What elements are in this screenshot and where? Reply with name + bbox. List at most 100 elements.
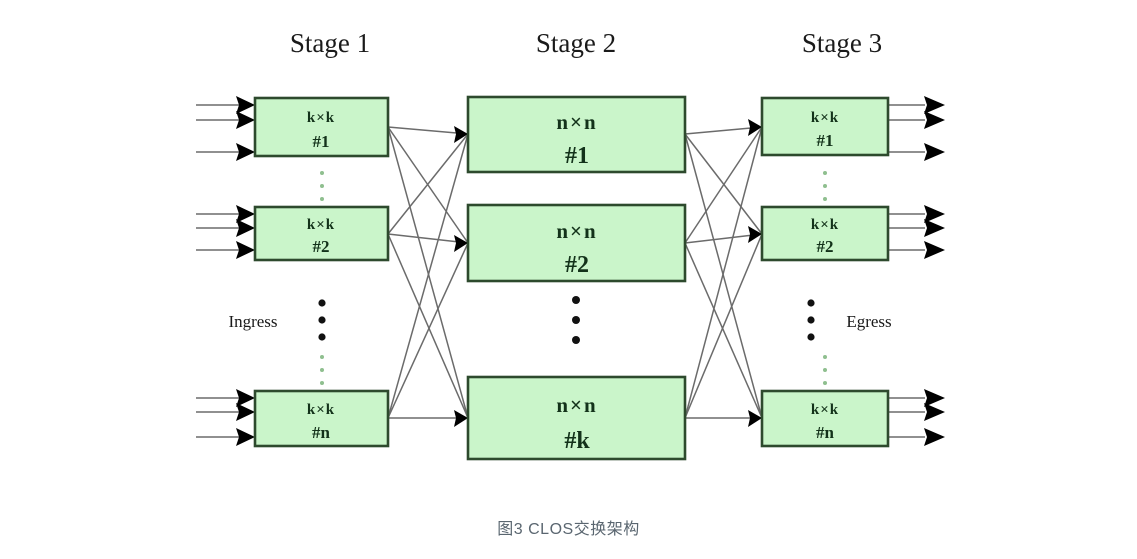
egress-arrow-r3-b [924,403,945,421]
node-box-s2-1[interactable] [466,95,687,174]
arrowhead-s3n3 [748,410,762,427]
ellipsis-bigdot-s2-2 [572,316,580,324]
arrowhead-s2n3 [454,410,468,427]
node-size-label-s2-2: n×n [556,219,597,243]
ingress-arrow-r1-c [236,143,255,161]
node-size-label-s2-1: n×n [556,110,597,134]
ellipsis-dot-s3-a1 [823,171,827,175]
egress-arrow-r2-c [924,241,945,259]
ellipsis-bigdot-s3-1 [807,299,815,307]
link-s2n2-s3n2 [684,233,763,244]
link-s1n1-s2n3 [387,126,469,419]
ellipsis-dot-s1-b2 [320,368,324,372]
node-id-label-s1-3: #n [312,423,331,442]
node-s3-3[interactable]: k×k #n [760,389,890,448]
stage-title-3: Stage 3 [802,28,882,58]
node-box-s3-2[interactable] [760,205,890,262]
link-s2n3-s3n1 [684,126,763,419]
stage1-nodes: k×k #1 k×k #2 k×k #n [253,96,390,448]
egress-label: Egress [846,312,891,331]
node-id-label-s2-1: #1 [565,143,589,169]
egress-arrow-r3-a [924,389,945,407]
link-s1n3-s2n2 [387,242,469,419]
ellipsis-bigdot-s2-3 [572,336,580,344]
ellipsis-bigdot-s3-3 [807,333,815,341]
ingress-label: Ingress [228,312,277,331]
ingress-ports [196,96,255,446]
ingress-arrow-r1-a [236,96,255,114]
node-id-label-s3-2: #2 [817,237,834,256]
ellipsis-bigdot-s2-1 [572,296,580,304]
node-box-s1-3[interactable] [253,389,390,448]
node-box-s1-1[interactable] [253,96,390,158]
link-s1n1-s2n1 [387,126,469,135]
ellipsis-dot-s1-b1 [320,355,324,359]
stage-title-1: Stage 1 [290,28,370,58]
ellipsis-dot-s1-a3 [320,197,324,201]
ellipsis-dot-s3-a2 [823,184,827,188]
link-s1n2-s2n1 [387,133,469,235]
node-box-s2-3[interactable] [466,375,687,461]
arrowhead-s2n1 [454,126,468,143]
node-box-s3-3[interactable] [760,389,890,448]
egress-arrow-r1-c [924,143,945,161]
vertical-ellipsis-large [318,296,815,344]
node-id-label-s2-2: #2 [565,252,589,278]
link-s2n2-s3n1 [684,126,763,244]
ellipsis-bigdot-s1-3 [318,333,326,341]
node-box-s1-2[interactable] [253,205,390,262]
node-id-label-s1-2: #2 [313,237,330,256]
node-s2-3[interactable]: n×n #k [466,375,687,461]
node-box-s3-1[interactable] [760,96,890,157]
vertical-ellipsis-small [320,171,827,385]
node-size-label-s2-3: n×n [556,393,597,417]
node-s1-1[interactable]: k×k #1 [253,96,390,158]
node-s1-3[interactable]: k×k #n [253,389,390,448]
mesh-arrowheads-stage3 [748,119,762,427]
ingress-arrow-r2-a [236,205,255,223]
figure-caption: 图3 CLOS交换架构 [497,521,640,538]
link-s2n1-s3n3 [684,133,763,419]
stage-titles: Stage 1 Stage 2 Stage 3 [290,28,882,58]
ingress-arrow-r3-a [236,389,255,407]
node-size-label-s1-3: k×k [307,402,335,418]
node-s2-1[interactable]: n×n #1 [466,95,687,174]
ellipsis-dot-s3-b3 [823,381,827,385]
ellipsis-bigdot-s3-2 [807,316,815,324]
ingress-arrow-r1-b [236,111,255,129]
mesh-links-stage1-stage2 [387,126,469,419]
node-id-label-s3-1: #1 [817,131,834,150]
stage3-nodes: k×k #1 k×k #2 k×k #n [760,96,890,448]
mesh-links-stage2-stage3 [684,126,763,419]
mesh-arrowheads-stage2 [454,126,468,427]
node-s2-2[interactable]: n×n #2 [466,203,687,283]
node-size-label-s3-2: k×k [811,217,839,233]
ellipsis-bigdot-s1-1 [318,299,326,307]
stage-title-2: Stage 2 [536,28,616,58]
ellipsis-dot-s3-a3 [823,197,827,201]
ingress-arrow-r2-b [236,219,255,237]
ellipsis-bigdot-s1-2 [318,316,326,324]
link-s1n3-s2n1 [387,133,469,419]
egress-arrow-r2-a [924,205,945,223]
node-s1-2[interactable]: k×k #2 [253,205,390,262]
node-box-s2-2[interactable] [466,203,687,283]
egress-arrow-r1-b [924,111,945,129]
ellipsis-dot-s3-b2 [823,368,827,372]
ellipsis-dot-s1-a1 [320,171,324,175]
node-s3-1[interactable]: k×k #1 [760,96,890,157]
egress-ports [888,96,945,446]
ingress-arrow-r2-c [236,241,255,259]
ingress-arrow-r3-b [236,403,255,421]
side-labels: Ingress Egress [228,312,891,331]
ellipsis-dot-s1-a2 [320,184,324,188]
link-s1n2-s2n2 [387,233,469,244]
node-s3-2[interactable]: k×k #2 [760,205,890,262]
ingress-arrow-r3-c [236,428,255,446]
egress-arrow-r1-a [924,96,945,114]
ellipsis-dot-s1-b3 [320,381,324,385]
link-s2n2-s3n3 [684,242,763,419]
node-id-label-s1-1: #1 [313,132,330,151]
